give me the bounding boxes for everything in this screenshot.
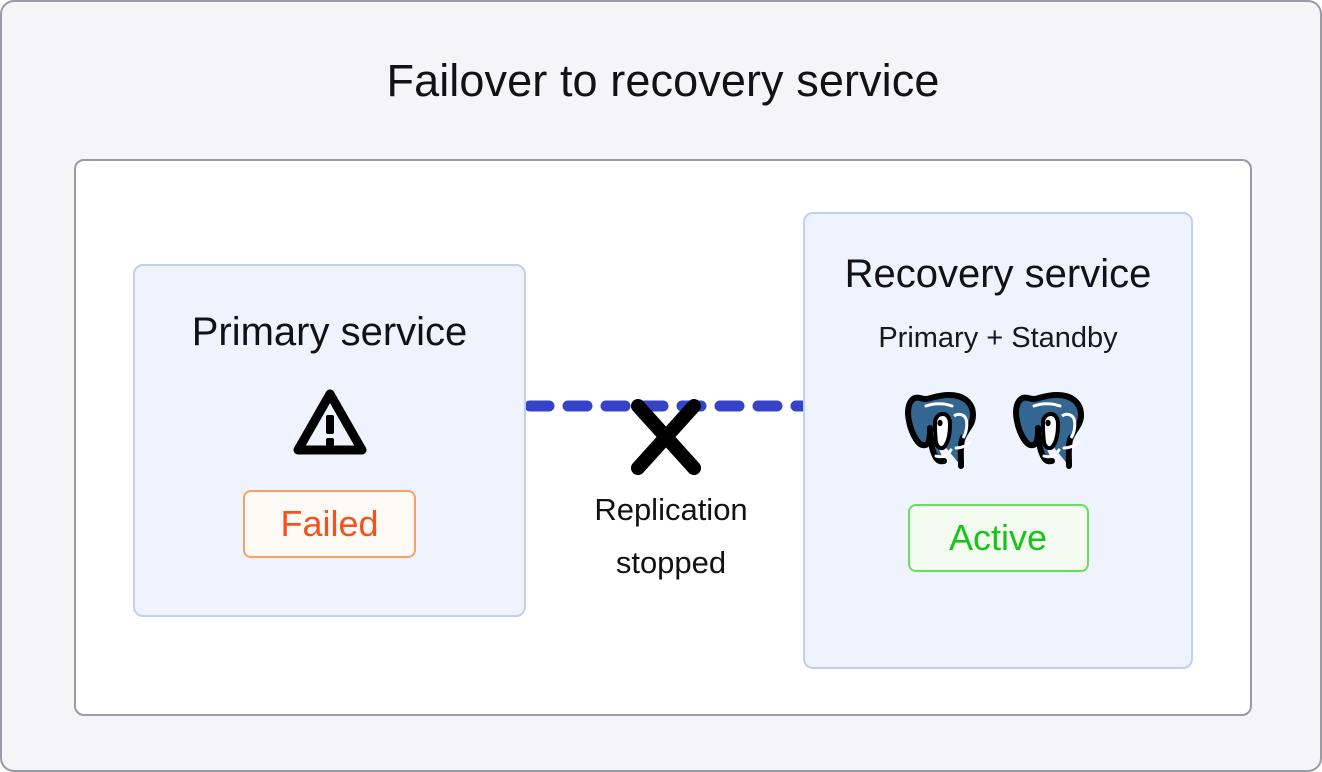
recovery-status-badge[interactable]: Active — [907, 504, 1089, 572]
postgresql-elephant-icon — [1013, 392, 1084, 469]
x-cross-icon — [631, 399, 701, 475]
primary-status-badge[interactable]: Failed — [243, 490, 416, 558]
primary-service-card[interactable]: Primary service Failed — [133, 264, 526, 617]
replication-status-label: Replication stopped — [529, 483, 813, 589]
diagram-panel: Primary service Failed Replication stopp… — [74, 159, 1252, 716]
replication-label-line-2: stopped — [615, 545, 727, 580]
recovery-node-icon-group — [904, 390, 1092, 472]
replication-link-line — [526, 400, 816, 412]
replication-label-line-1: Replication — [594, 492, 748, 527]
recovery-service-title: Recovery service — [844, 252, 1152, 296]
postgresql-elephant-icon — [905, 392, 976, 469]
page-title: Failover to recovery service — [386, 55, 940, 106]
recovery-service-card[interactable]: Recovery service Primary + Standby — [803, 212, 1193, 669]
warning-triangle-icon — [293, 389, 366, 455]
recovery-service-subtitle: Primary + Standby — [878, 322, 1118, 354]
primary-service-title: Primary service — [191, 310, 468, 354]
